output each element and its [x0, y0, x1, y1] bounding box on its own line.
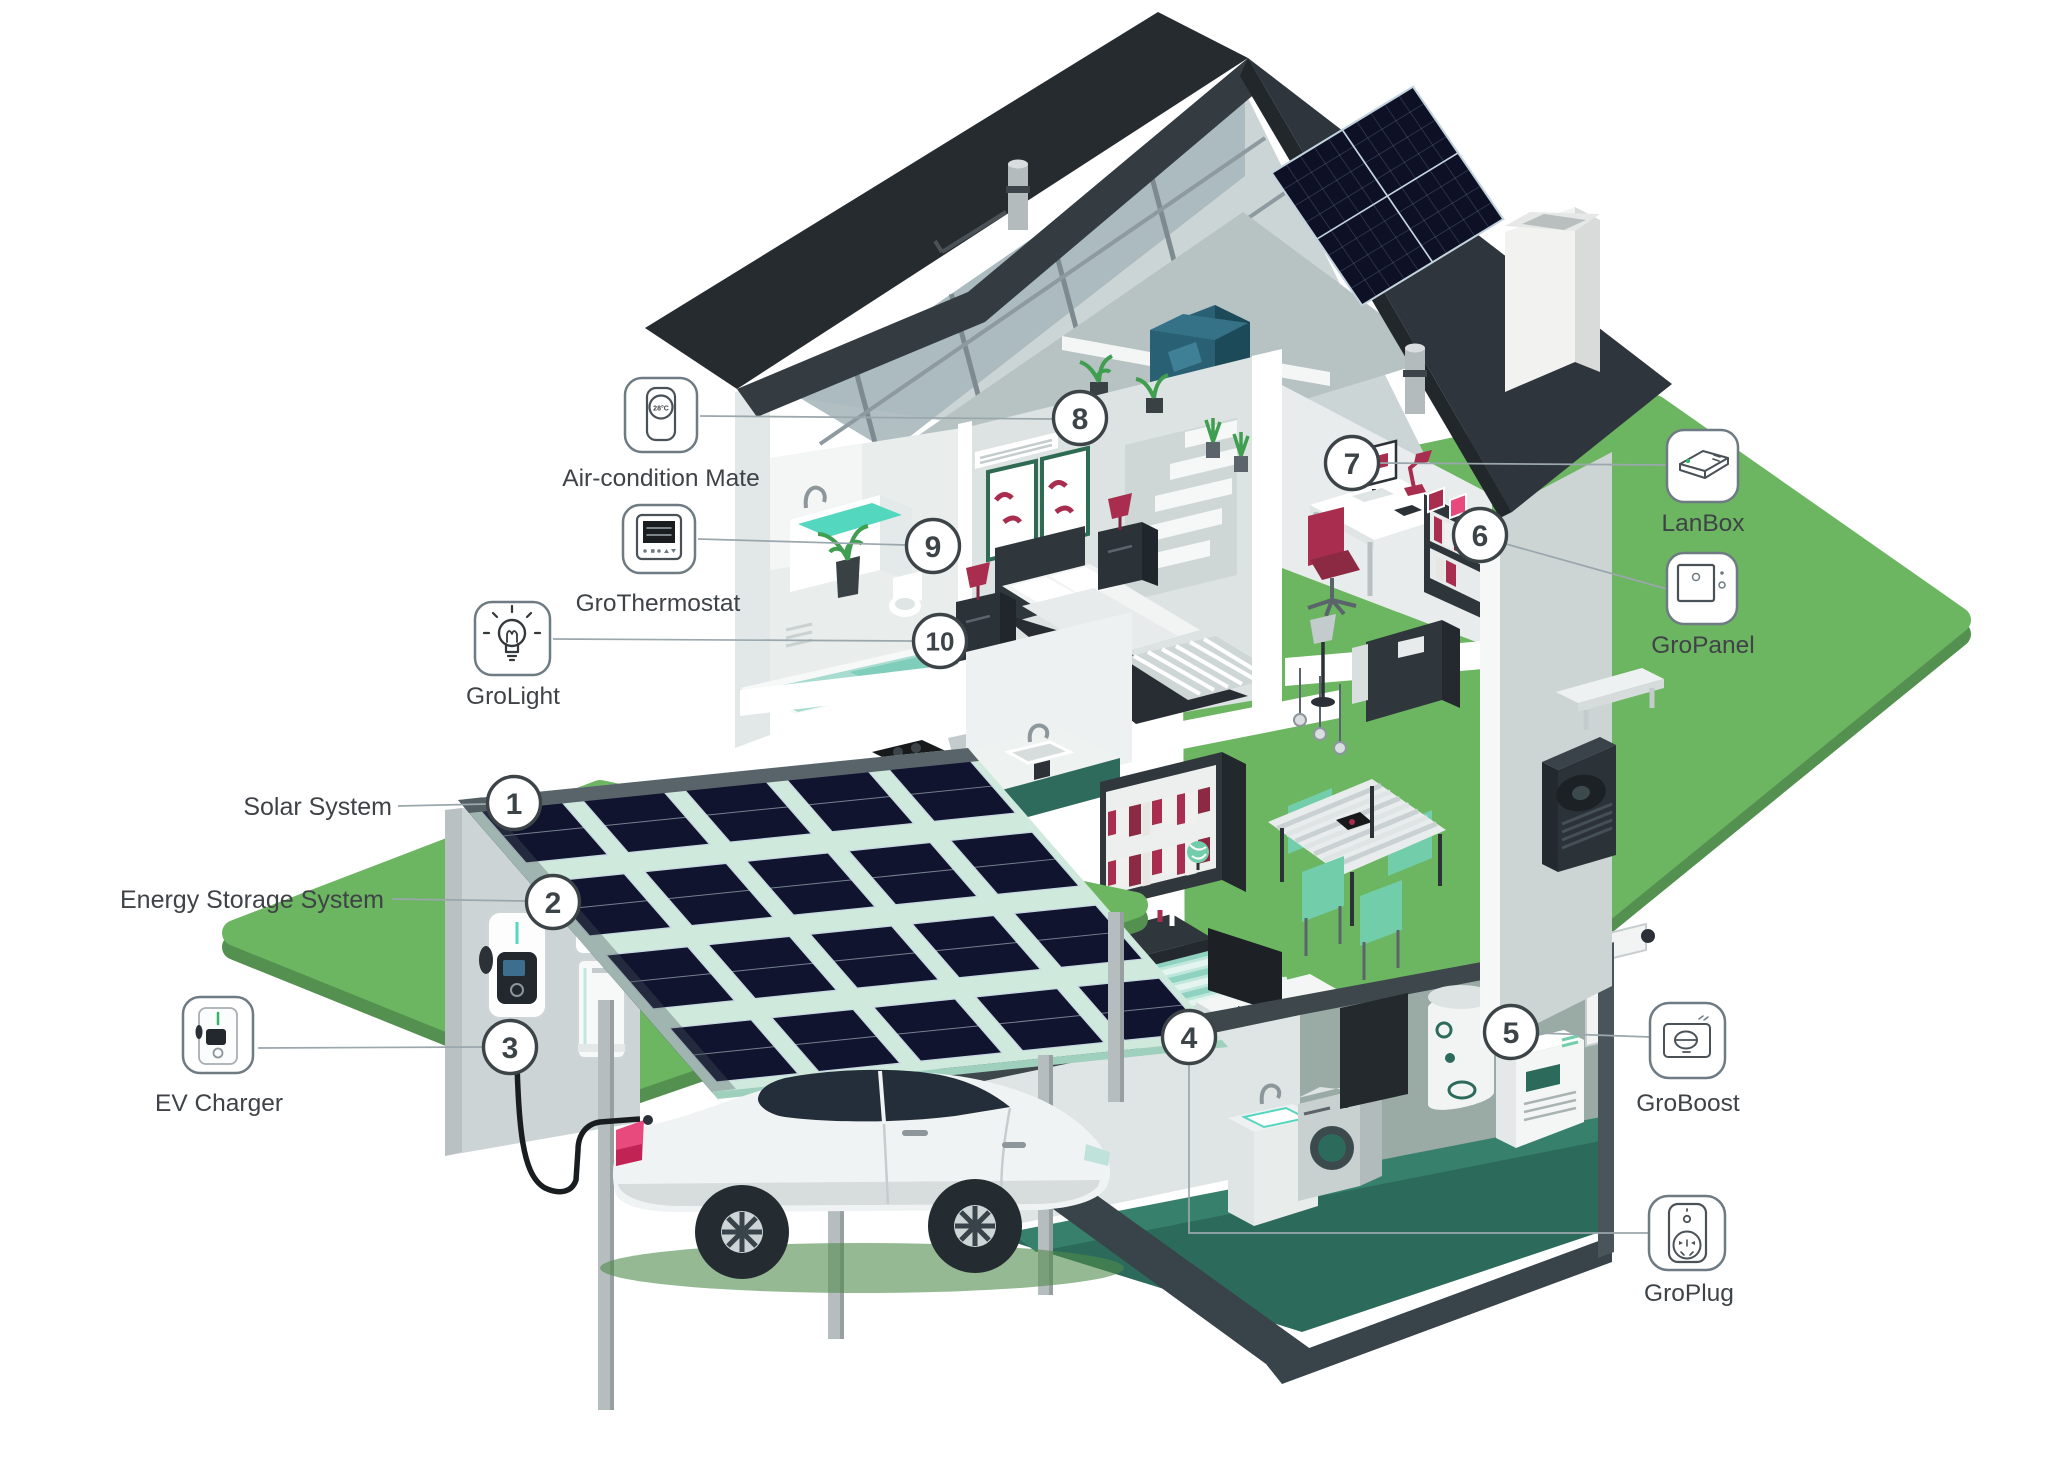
label-air-condition-mate: Air-condition Mate	[562, 465, 759, 492]
label-groboost: GroBoost	[1636, 1090, 1740, 1117]
dining	[1268, 614, 1460, 980]
marker-5: 5	[1482, 1003, 1540, 1061]
bathroom-plant	[817, 524, 869, 598]
marker-circle	[1323, 434, 1381, 492]
house	[645, 12, 1672, 1384]
marker-circle	[481, 1018, 539, 1076]
marker-circle	[1451, 506, 1509, 564]
grothermostat-icon	[621, 503, 697, 575]
marker-number: 10	[926, 626, 955, 656]
marker-9: 9	[904, 517, 962, 575]
line-storage	[391, 898, 527, 902]
marker-number: 2	[545, 887, 562, 920]
marker-circle	[1482, 1003, 1540, 1061]
console-table	[1352, 620, 1460, 722]
line-light	[552, 638, 914, 642]
line-boost	[1537, 1032, 1651, 1038]
air-condition-mate-icon: 28°C	[623, 376, 699, 454]
gropanel-icon	[1665, 551, 1739, 626]
marker-8: 8	[1051, 389, 1109, 447]
connector-lines	[257, 415, 1668, 1234]
office-plants	[1135, 373, 1250, 472]
line-ev	[257, 1046, 484, 1049]
marker-10: 10	[911, 612, 969, 670]
heat-pump	[1542, 737, 1616, 872]
marker-number: 1	[506, 788, 523, 821]
water-tank	[1428, 985, 1494, 1110]
groboost-icon	[1648, 1001, 1727, 1080]
marker-circle	[911, 612, 969, 670]
chimney	[1505, 207, 1600, 392]
line-panel	[1505, 543, 1668, 590]
groplug-icon	[1647, 1194, 1727, 1272]
ac-louver	[975, 432, 1058, 469]
roof-solar-array	[1270, 85, 1505, 307]
car-wheels	[695, 1179, 1022, 1279]
marker-circle	[904, 517, 962, 575]
marker-number: 5	[1503, 1017, 1520, 1050]
marker-number: 7	[1344, 448, 1361, 481]
toilet	[889, 571, 922, 617]
right-wall	[1480, 452, 1612, 1048]
living-bookshelf	[1100, 752, 1246, 910]
bedroom-rug	[1122, 636, 1282, 700]
floor-lamp	[1310, 614, 1336, 707]
vent-pipe-right	[1403, 343, 1427, 414]
marker-number: 4	[1181, 1022, 1198, 1055]
office-chair	[1307, 507, 1360, 617]
labels: Air-condition Mate GroThermostat GroLigh…	[120, 465, 1755, 1307]
grolight-icon	[473, 600, 552, 677]
line-solar	[397, 803, 488, 807]
marker-circle	[1051, 389, 1109, 447]
carport	[445, 748, 1228, 1410]
label-ev-charger: EV Charger	[155, 1090, 283, 1117]
line-ac-mate	[699, 415, 1054, 420]
nightstand-right	[1098, 493, 1158, 590]
marker-1: 1	[485, 774, 543, 832]
marker-4: 4	[1160, 1008, 1218, 1066]
label-grothermostat: GroThermostat	[576, 590, 741, 617]
label-lanbox: LanBox	[1661, 510, 1744, 537]
label-energy-storage: Energy Storage System	[120, 886, 384, 914]
marker-number: 9	[925, 531, 942, 564]
ev-charger-unit	[479, 911, 547, 1019]
electrical-panel	[1340, 993, 1408, 1109]
line-thermostat	[697, 538, 907, 546]
markers: 1 2 3 4 5 6 7 8 9 10	[481, 389, 1540, 1076]
wall-art	[986, 445, 1090, 563]
marker-number: 6	[1472, 520, 1489, 553]
ev-car	[513, 1021, 1124, 1293]
roof	[645, 12, 1672, 518]
garden-bench	[1556, 668, 1664, 730]
line-lanbox	[1378, 462, 1668, 466]
ev-charger-icon	[181, 995, 255, 1075]
marker-2: 2	[524, 873, 582, 931]
dining-table	[1268, 779, 1446, 980]
marker-circle	[1160, 1008, 1218, 1066]
marker-7: 7	[1323, 434, 1381, 492]
label-solar-system: Solar System	[243, 793, 392, 821]
label-gropanel: GroPanel	[1651, 632, 1755, 659]
marker-3: 3	[481, 1018, 539, 1076]
marker-number: 3	[502, 1032, 519, 1065]
label-grolight: GroLight	[466, 683, 560, 710]
carport-roof	[458, 748, 1228, 1105]
marker-number: 8	[1072, 403, 1089, 436]
lanbox-icon	[1665, 428, 1740, 504]
callout-icons: 28°C	[181, 376, 1740, 1272]
charging-cable	[513, 1021, 641, 1195]
marker-circle	[524, 873, 582, 931]
marker-6: 6	[1451, 506, 1509, 564]
line-plug	[1188, 1064, 1649, 1234]
ac-display-value: 28°C	[653, 405, 669, 413]
marker-circle	[485, 774, 543, 832]
label-groplug: GroPlug	[1644, 1280, 1734, 1307]
vent-pipe-left	[1006, 159, 1030, 230]
